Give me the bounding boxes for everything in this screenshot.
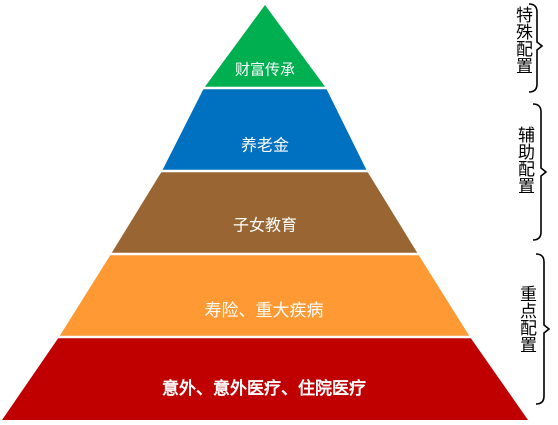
bracket-label-auxiliary-config: 辅助配置: [514, 126, 534, 194]
bracket-key-config: [535, 253, 551, 405]
bracket-auxiliary-config: [532, 103, 548, 241]
bracket-special-config: [528, 3, 544, 93]
bracket-label-key-config: 重点配置: [516, 285, 536, 353]
bracket-label-special-config: 特殊配置: [512, 6, 532, 74]
layer-label-accident-medical: 意外、意外医疗、住院医疗: [162, 378, 366, 399]
pyramid-layer-accident-medical: [2, 337, 528, 420]
layer-label-pension: 养老金: [241, 136, 289, 155]
layer-label-wealth-inheritance: 财富传承: [235, 61, 295, 79]
layer-label-child-education: 子女教育: [233, 216, 297, 235]
pyramid-layer-wealth-inheritance: [204, 5, 326, 88]
pyramid-layer-child-education: [111, 171, 418, 254]
pyramid-layer-life-critical-illness: [59, 254, 470, 337]
layer-label-life-critical-illness: 寿险、重大疾病: [205, 301, 324, 321]
pyramid-layer-pension: [162, 88, 367, 171]
